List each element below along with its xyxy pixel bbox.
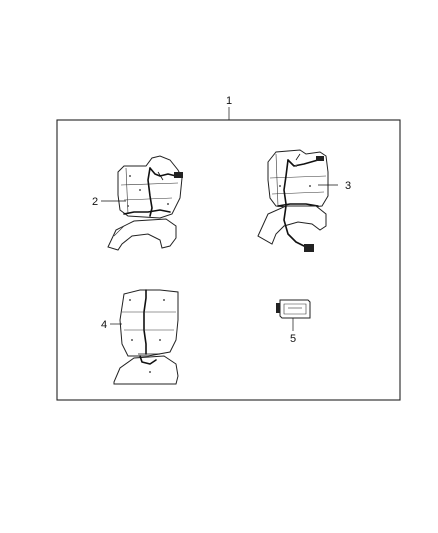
assembly-frame: [56, 119, 401, 401]
callout-5: 5: [290, 333, 296, 345]
part-4-shield: [113, 289, 179, 385]
part-2-shield: [107, 155, 183, 251]
part-3-shield: [257, 149, 329, 252]
callout-2: 2: [92, 196, 98, 208]
callout-1: 1: [226, 95, 232, 107]
callout-3: 3: [345, 180, 351, 192]
callout-4: 4: [101, 319, 107, 331]
part-5-module: [276, 299, 311, 319]
